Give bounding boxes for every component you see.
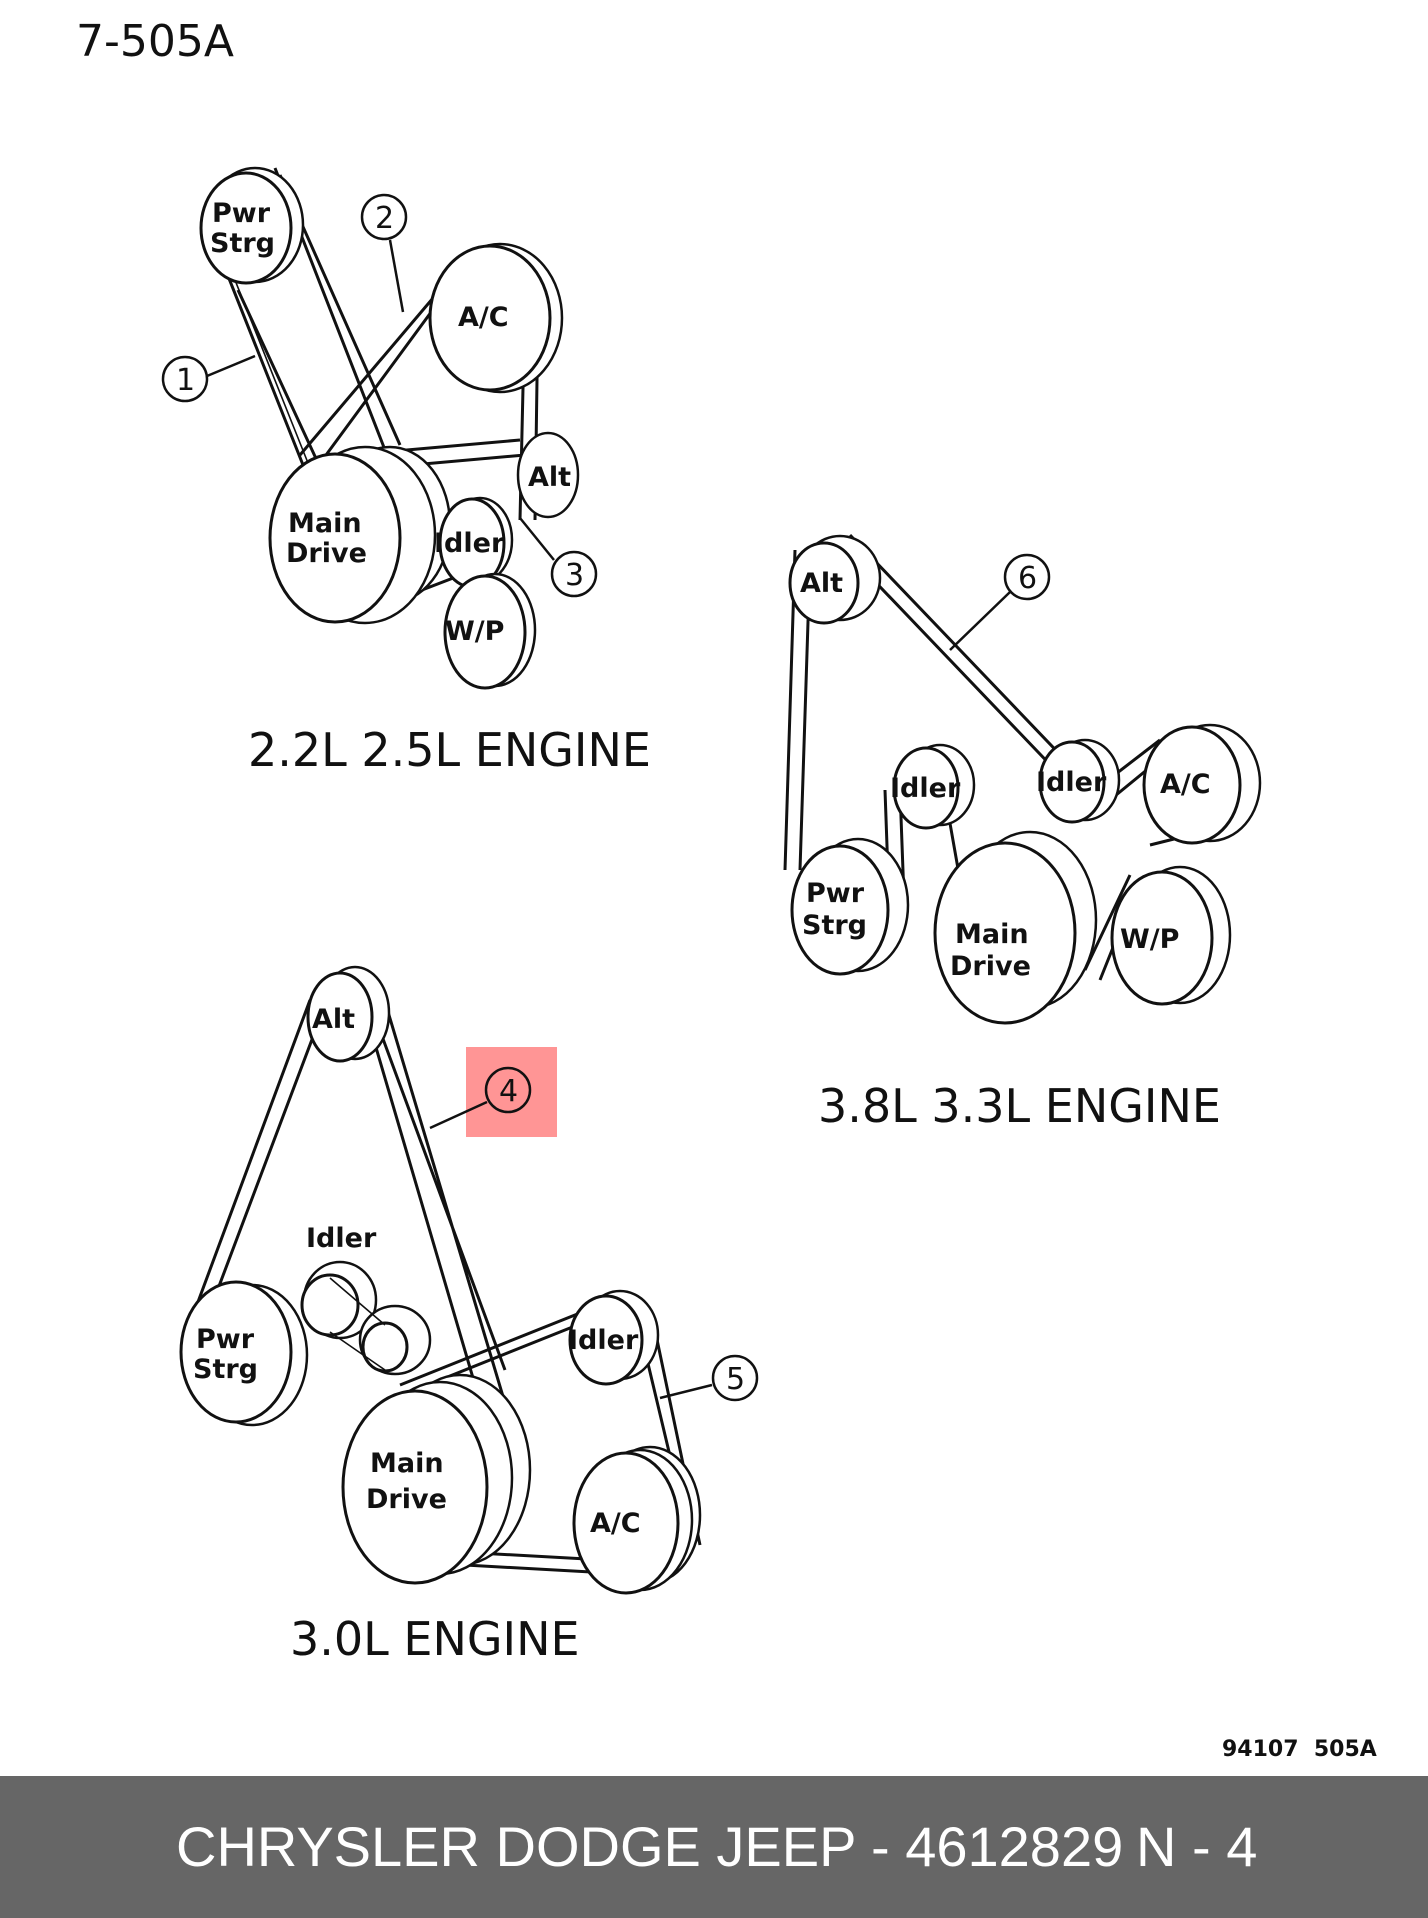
engine-caption-3-8l-3-3l: 3.8L 3.3L ENGINE <box>818 1079 1221 1133</box>
label-ac: A/C <box>1160 769 1211 800</box>
pulley-alt: Alt <box>516 431 580 519</box>
engine-diagram-3-8l-3-3l: Alt Idler Idler A/C Pwr Strg Main Driv <box>783 533 1262 1133</box>
label-ac: A/C <box>458 302 509 333</box>
label-alt: Alt <box>312 1004 355 1035</box>
pulley-main-drive: Main Drive <box>341 1373 532 1585</box>
footer-part-title: CHRYSLER DODGE JEEP - 4612829 <box>176 1815 1124 1878</box>
label-strg: Strg <box>210 228 275 259</box>
label-pwr: Pwr <box>806 878 865 909</box>
label-idler-left: Idler <box>890 773 961 804</box>
pulley-pwr-strg: Pwr Strg <box>199 166 305 285</box>
pulley-ac: A/C <box>428 242 564 394</box>
callout-3 <box>550 550 598 598</box>
label-drive: Drive <box>950 951 1031 982</box>
engine-diagram-2-2l-2-5l: Pwr Strg A/C Alt Main Drive Idler W/P <box>161 166 651 777</box>
belt-routing-diagram: 7-505A Pwr Strg A/C Alt Main Drive <box>76 16 1377 1762</box>
label-drive: Drive <box>286 538 367 569</box>
label-ac: A/C <box>590 1508 641 1539</box>
pulley-alt: Alt <box>788 534 882 625</box>
callout-5-number: 5 <box>726 1362 745 1397</box>
footer-bar: CHRYSLER DODGE JEEP - 4612829 N - 4 <box>0 1776 1428 1918</box>
pulley-pwr-strg: Pwr Strg <box>790 837 910 976</box>
callout-6 <box>1003 553 1051 601</box>
callout-1 <box>161 355 209 403</box>
footer-page-number: N - 4 <box>1136 1815 1258 1878</box>
pulley-idler-right: Idler <box>1036 738 1121 824</box>
label-idler-right: Idler <box>568 1325 639 1356</box>
pulley-alt: Alt <box>306 965 391 1063</box>
pulley-idler-left: Idler <box>890 743 976 830</box>
pulley-idler: Idler <box>434 496 514 589</box>
pulley-main-drive: Main Drive <box>268 445 452 625</box>
label-main: Main <box>370 1448 444 1479</box>
engine-caption-3-0l: 3.0L ENGINE <box>290 1612 580 1666</box>
pulley-main-drive: Main Drive <box>933 830 1098 1025</box>
label-pwr: Pwr <box>196 1324 255 1355</box>
belt-3 <box>349 299 540 612</box>
label-strg: Strg <box>193 1354 258 1385</box>
engine-diagram-3-0l: Alt Idler Pwr Strg Idler Main Drive <box>179 965 759 1666</box>
label-idler-right: Idler <box>1036 767 1107 798</box>
callout-2 <box>360 193 408 241</box>
pulley-ac: A/C <box>572 1445 702 1595</box>
belt-5 <box>389 1303 702 1577</box>
label-main: Main <box>288 508 362 539</box>
label-wp: W/P <box>445 616 504 647</box>
label-alt: Alt <box>528 462 571 493</box>
label-idler: Idler <box>434 528 505 559</box>
label-idler-top: Idler <box>306 1223 377 1254</box>
callout-5 <box>711 1354 759 1402</box>
label-pwr: Pwr <box>212 198 271 229</box>
pulley-wp: W/P <box>1110 865 1232 1006</box>
belt-4 <box>193 984 527 1471</box>
callout-6-number: 6 <box>1018 561 1037 596</box>
pulley-idler-top: Idler <box>300 1223 432 1376</box>
label-wp: W/P <box>1120 924 1179 955</box>
sheet-code: 7-505A <box>76 16 234 67</box>
callout-4 <box>484 1066 532 1114</box>
pulley-wp: W/P <box>443 572 537 690</box>
label-drive: Drive <box>366 1484 447 1515</box>
callout-1-number: 1 <box>176 363 195 398</box>
belt-2 <box>273 167 452 471</box>
label-alt: Alt <box>800 568 843 599</box>
callout-2-number: 2 <box>375 201 394 236</box>
callout-4-highlight <box>466 1047 557 1137</box>
engine-caption-2-2l-2-5l: 2.2L 2.5L ENGINE <box>248 723 651 777</box>
figure-code: 94107 505A <box>1222 1737 1377 1762</box>
callout-4-number: 4 <box>499 1074 518 1109</box>
label-strg: Strg <box>802 910 867 941</box>
pulley-idler-right: Idler <box>568 1289 660 1386</box>
pulley-pwr-strg: Pwr Strg <box>179 1280 309 1427</box>
callout-3-number: 3 <box>565 558 584 593</box>
pulley-ac: A/C <box>1142 723 1262 845</box>
label-main: Main <box>955 919 1029 950</box>
